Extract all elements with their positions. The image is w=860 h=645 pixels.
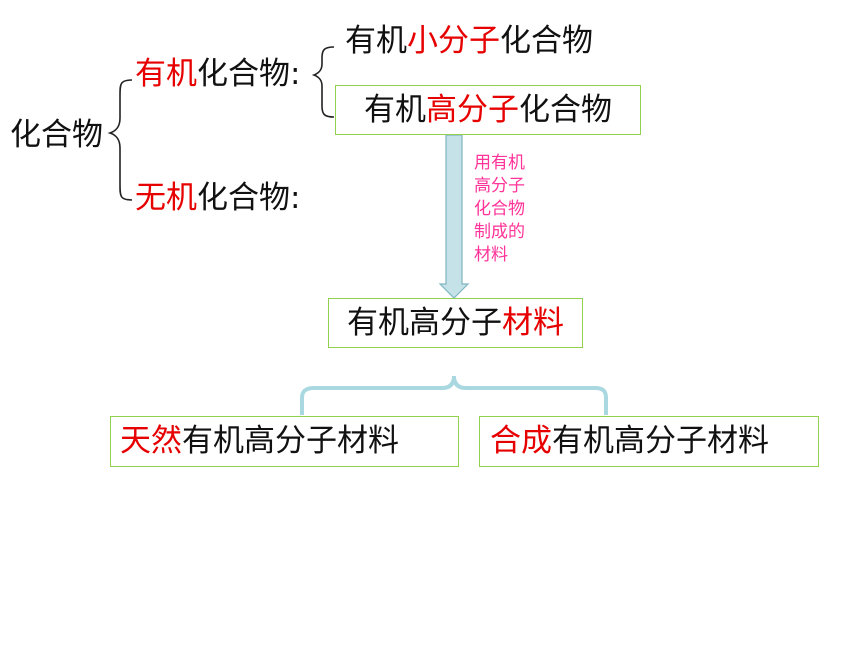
split-bracket — [300, 375, 608, 415]
material-box: 有机高分子材料 — [328, 298, 583, 348]
small-molecule-post: 化合物 — [500, 23, 593, 59]
down-arrow — [438, 134, 470, 299]
small-molecule-pre: 有机 — [345, 23, 407, 59]
inorganic-highlight: 无机 — [135, 180, 197, 216]
natural-highlight: 天然 — [120, 423, 182, 459]
root-label: 化合物 — [10, 117, 103, 153]
small-molecule-label: 有机小分子化合物 — [345, 26, 593, 57]
small-molecule-highlight: 小分子 — [407, 23, 500, 59]
natural-material-box: 天然有机高分子材料 — [110, 416, 459, 467]
synthetic-material-box: 合成有机高分子材料 — [479, 416, 819, 467]
organic-brace — [311, 46, 335, 118]
polymer-highlight: 高分子 — [426, 91, 519, 128]
material-pre: 有机高分子 — [347, 304, 502, 341]
natural-rest: 有机高分子材料 — [182, 423, 399, 459]
material-highlight: 材料 — [502, 304, 564, 341]
organic-rest: 化合物: — [197, 56, 301, 92]
root-brace — [107, 79, 133, 201]
synthetic-highlight: 合成 — [490, 423, 552, 459]
inorganic-rest: 化合物: — [197, 180, 301, 216]
inorganic-compound-label: 无机化合物: — [135, 183, 300, 214]
polymer-post: 化合物 — [519, 91, 612, 128]
synthetic-rest: 有机高分子材料 — [552, 423, 769, 459]
polymer-compound-box: 有机高分子化合物 — [335, 85, 641, 135]
organic-compound-label: 有机化合物: — [135, 59, 300, 90]
organic-highlight: 有机 — [135, 56, 197, 92]
polymer-pre: 有机 — [364, 91, 426, 128]
arrow-note: 用有机 高分子 化合物 制成的 材料 — [474, 153, 525, 265]
